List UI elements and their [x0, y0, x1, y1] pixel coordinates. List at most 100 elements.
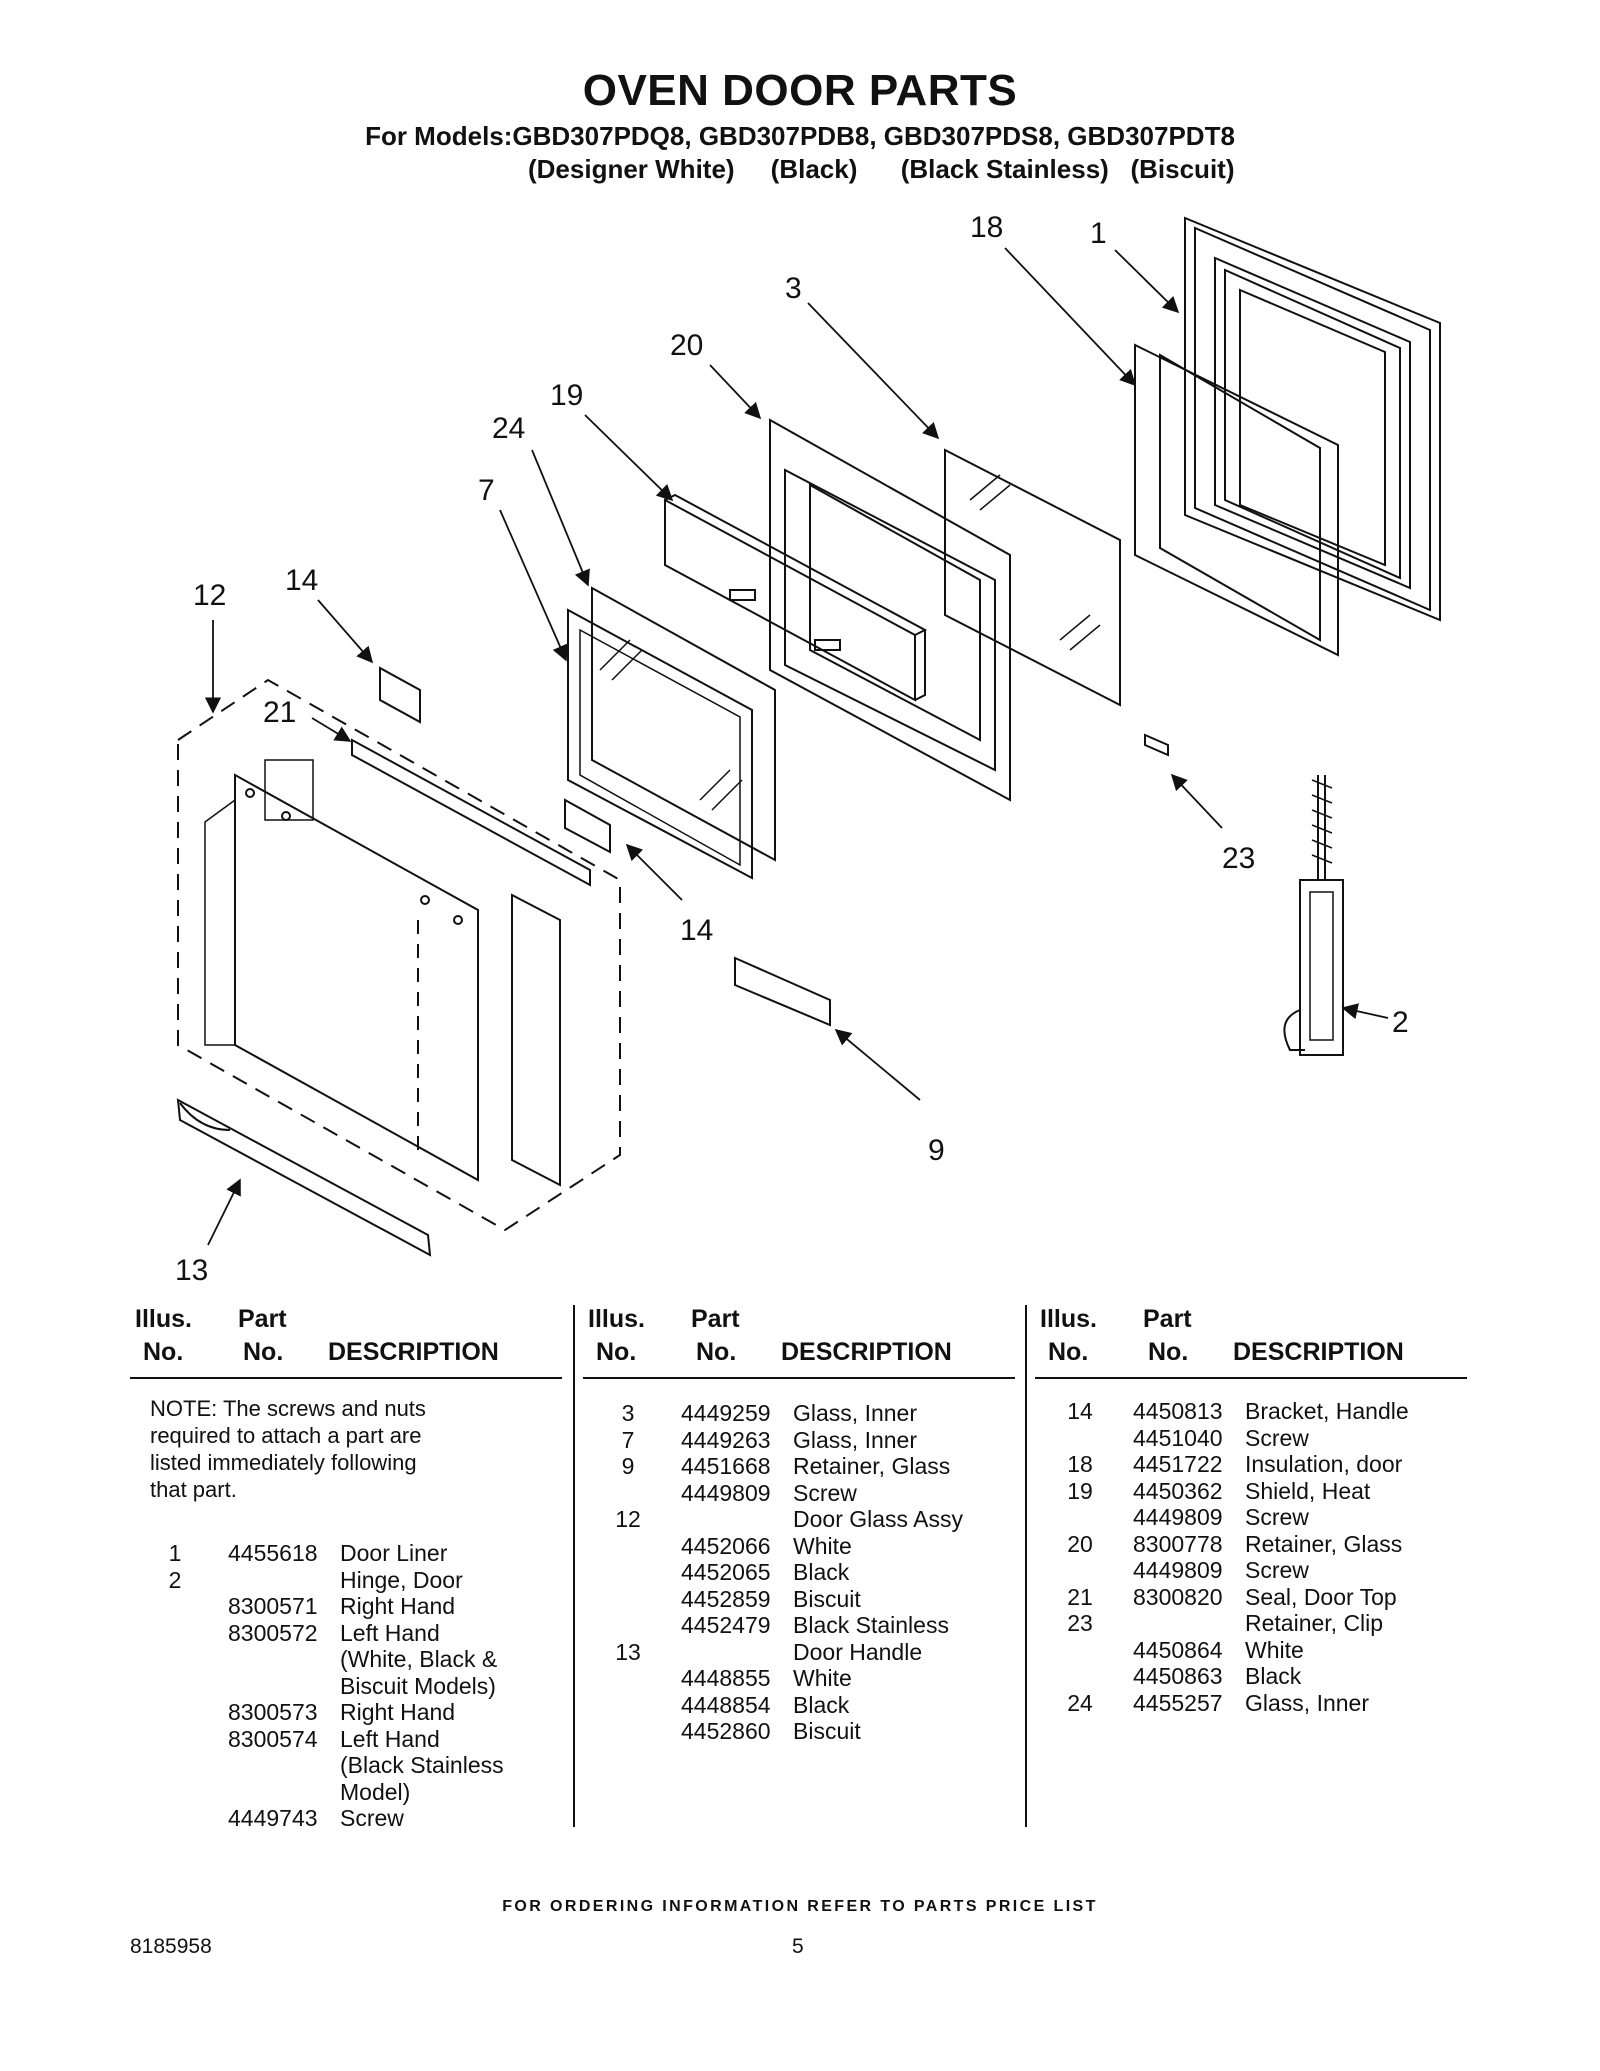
- side-strip: [511, 893, 561, 1187]
- illus-number: 24: [1067, 1689, 1093, 1716]
- part-description: Screw: [793, 1479, 857, 1506]
- inner-glass-7-part: [567, 608, 753, 880]
- part-description: Screw: [1245, 1557, 1309, 1583]
- table-row: 12 Door Glass Assy: [593, 1506, 1023, 1533]
- part-number: 8300820: [1133, 1583, 1223, 1610]
- page-number: 5: [792, 1935, 804, 1958]
- header-part: Part: [691, 1305, 740, 1333]
- part-number: 4451722: [1133, 1451, 1223, 1477]
- door-liner-part: [1184, 216, 1441, 622]
- note-line: required to attach a part are: [150, 1423, 422, 1448]
- callout-label: 13: [175, 1254, 208, 1287]
- glass-retainer-part: [769, 418, 1011, 802]
- header-part: Part: [1143, 1305, 1192, 1333]
- part-description: Door Glass Assy: [793, 1506, 963, 1532]
- part-description: Retainer, Clip: [1245, 1610, 1384, 1636]
- header-part-no: No.: [243, 1338, 284, 1366]
- header-illus: Illus.: [135, 1305, 192, 1333]
- leader-arrows: [204, 247, 1389, 1246]
- part-number: 8300573: [228, 1699, 318, 1725]
- illus-number: 1: [168, 1540, 182, 1566]
- part-description: Retainer, Glass: [1245, 1530, 1403, 1557]
- door-hinge-part: [1283, 775, 1344, 1056]
- table-row: Biscuit Models): [140, 1673, 570, 1700]
- part-number: 4450813: [1133, 1398, 1223, 1424]
- table-row: 14 4450813 Bracket, Handle: [1045, 1398, 1475, 1425]
- illus-number: 13: [615, 1638, 641, 1665]
- door-top-seal-part: [351, 738, 591, 887]
- illus-number: 12: [615, 1506, 641, 1532]
- table-row: Model): [140, 1779, 570, 1806]
- part-number: 4449263: [681, 1426, 771, 1453]
- part-description: Black: [793, 1691, 850, 1718]
- column-divider: [1025, 1305, 1027, 1827]
- callout-label: 3: [785, 272, 802, 305]
- inner-glass-part: [944, 448, 1121, 707]
- callout-label: 7: [478, 474, 495, 507]
- part-number: 4450863: [1133, 1663, 1223, 1689]
- part-number: 4455257: [1133, 1689, 1223, 1716]
- handle-bracket-part: [379, 666, 611, 854]
- callout-label: 2: [1392, 1006, 1409, 1039]
- part-number: 4449809: [681, 1479, 771, 1506]
- door-handle-part: [176, 1098, 432, 1257]
- door-panel: [234, 773, 479, 1182]
- header-illus: Illus.: [1040, 1305, 1097, 1333]
- part-description: Glass, Inner: [1245, 1689, 1369, 1716]
- part-number: 4452479: [681, 1612, 771, 1638]
- illus-number: 2: [168, 1566, 182, 1593]
- table-row: 4449809 Screw: [593, 1480, 1023, 1507]
- parts-table-column-2: Illus. No. Part No. DESCRIPTION: [583, 1305, 1015, 1379]
- part-description: Bracket, Handle: [1245, 1398, 1409, 1424]
- header-description: DESCRIPTION: [781, 1338, 952, 1366]
- part-description: Left Hand: [340, 1619, 440, 1646]
- part-description: Biscuit: [793, 1585, 861, 1612]
- callout-label: 19: [550, 379, 583, 412]
- header-part-no: No.: [1148, 1338, 1189, 1366]
- callout-label: 14: [680, 914, 713, 947]
- part-number: 4452066: [681, 1532, 771, 1559]
- model-list: For Models:GBD307PDQ8, GBD307PDB8, GBD30…: [365, 121, 1235, 151]
- part-number: 4452065: [681, 1559, 771, 1585]
- part-description: Shield, Heat: [1245, 1477, 1371, 1504]
- part-number: 4451668: [681, 1453, 771, 1479]
- parts-table-column-3: Illus. No. Part No. DESCRIPTION: [1035, 1305, 1467, 1379]
- part-number: 4455618: [228, 1540, 318, 1566]
- part-description: Right Hand: [340, 1699, 456, 1725]
- illus-number: 9: [621, 1453, 635, 1479]
- exploded-parts-diagram: 18 1 3 20 19 24 7 12 14 21 14 23 2 9 13: [175, 211, 1441, 1287]
- part-description: Biscuit Models): [340, 1672, 496, 1699]
- table-row: (White, Black &: [140, 1646, 570, 1673]
- table-header: Illus. No. Part No. DESCRIPTION: [130, 1305, 562, 1379]
- illus-number: 21: [1067, 1583, 1093, 1610]
- part-number: 4450864: [1133, 1636, 1223, 1663]
- header-part-no: No.: [696, 1338, 737, 1366]
- page-title: OVEN DOOR PARTS: [582, 66, 1018, 115]
- illus-number: 14: [1067, 1398, 1093, 1424]
- table-row: 8300573 Right Hand: [140, 1699, 570, 1726]
- door-glass-assembly-outline: [177, 678, 621, 1232]
- part-description: Screw: [340, 1805, 404, 1831]
- document-number: 8185958: [130, 1935, 212, 1958]
- callout-label: 24: [492, 412, 525, 445]
- note-line: NOTE: The screws and nuts: [150, 1396, 426, 1421]
- part-number: 8300778: [1133, 1530, 1223, 1557]
- table-header: Illus. No. Part No. DESCRIPTION: [1035, 1305, 1467, 1379]
- illus-number: 23: [1067, 1610, 1093, 1636]
- part-description: White: [793, 1532, 852, 1559]
- table-row: (Black Stainless: [140, 1752, 570, 1779]
